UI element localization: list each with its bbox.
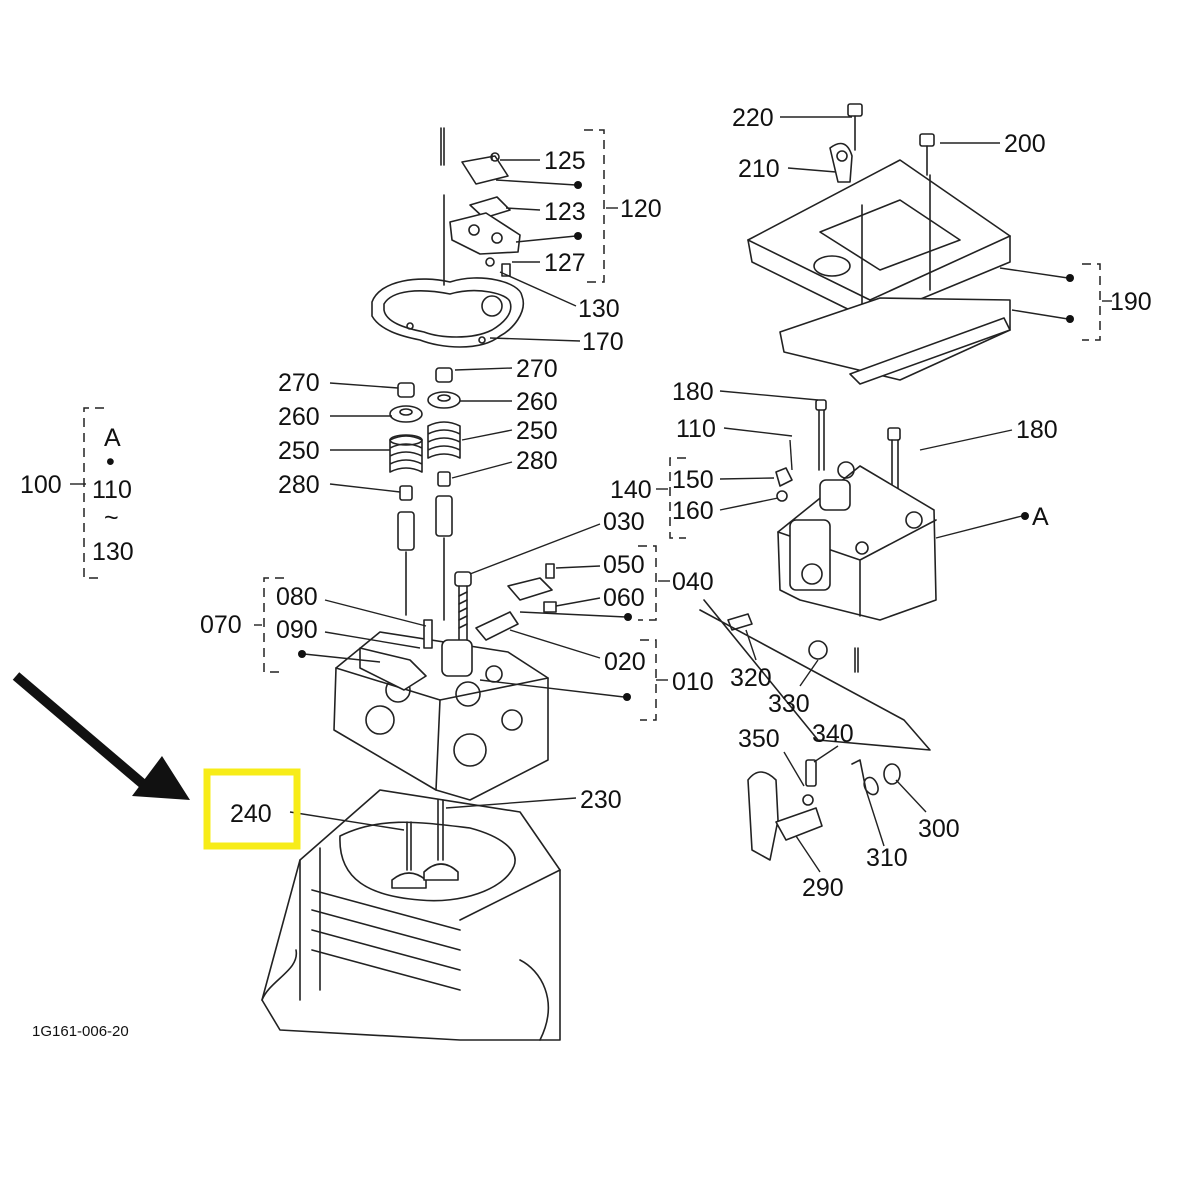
legend-to: 130 [92,538,134,566]
callout-260-right: 260 [516,388,558,416]
callout-170: 170 [582,328,624,356]
callout-150: 150 [672,466,714,494]
callout-250-left: 250 [278,437,320,465]
callout-250-right: 250 [516,417,558,445]
callout-340: 340 [812,720,854,748]
callout-290: 290 [802,874,844,902]
highlight-marker: 240 [12,672,301,850]
callout-127: 127 [544,249,586,277]
callout-280-left: 280 [278,471,320,499]
legend-group-100: 100 A • 110 ~ 130 [20,424,134,566]
callout-110: 110 [676,415,716,443]
legend-tilde: ~ [104,504,119,532]
valve-spring-assembly-right [427,367,461,621]
callout-300: 300 [918,815,960,843]
callout-310: 310 [866,844,908,872]
callout-040: 040 [672,568,714,596]
callout-270-left: 270 [278,369,320,397]
cylinder-head-010 [333,619,549,801]
callout-010: 010 [672,668,714,696]
arrow-head [132,756,190,800]
governor-lever-290 [699,599,931,861]
callout-190: 190 [1110,288,1152,316]
leader-lines [70,116,1112,873]
legend-dot: • [106,448,115,476]
callout-123: 123 [544,198,586,226]
callout-210: 210 [738,155,780,183]
callout-330: 330 [768,690,810,718]
cover-assembly-190 [747,103,1011,385]
legend-group-number: 100 [20,471,62,499]
callout-320: 320 [730,664,772,692]
callout-080: 080 [276,583,318,611]
callout-120: 120 [620,195,662,223]
callout-180-left: 180 [672,378,714,406]
legend-top: A [104,424,121,452]
callout-020: 020 [604,648,646,676]
plate-assembly-120 [440,127,521,286]
callout-140: 140 [610,476,652,504]
legend-from: 110 [92,476,132,504]
callout-050: 050 [603,551,645,579]
group-brackets [83,129,1101,721]
callout-180-right: 180 [1016,416,1058,444]
callout-350: 350 [738,725,780,753]
cylinder-block-with-valves [261,789,561,1041]
callout-A: A [1032,503,1049,531]
callout-130: 130 [578,295,620,323]
callout-220: 220 [732,104,774,132]
callout-230: 230 [580,786,622,814]
callout-060: 060 [603,584,645,612]
rocker-arm-parts [454,563,557,641]
callout-240-highlighted: 240 [230,800,272,828]
callout-070: 070 [200,611,242,639]
callout-270-right: 270 [516,355,558,383]
callout-260-left: 260 [278,403,320,431]
callout-160: 160 [672,497,714,525]
highlight-box [203,768,301,850]
valve-spring-assembly-left [389,382,423,616]
figure-code: 1G161-006-20 [32,1023,129,1040]
callout-125: 125 [544,147,586,175]
callout-280-right: 280 [516,447,558,475]
pointer-arrow [12,672,154,794]
callout-200: 200 [1004,130,1046,158]
governor-housing-A [727,399,937,660]
callout-030: 030 [603,508,645,536]
callout-numbers: 220 200 210 125 123 120 127 130 170 190 … [200,104,1152,902]
callout-090: 090 [276,616,318,644]
gasket-170 [371,277,525,348]
